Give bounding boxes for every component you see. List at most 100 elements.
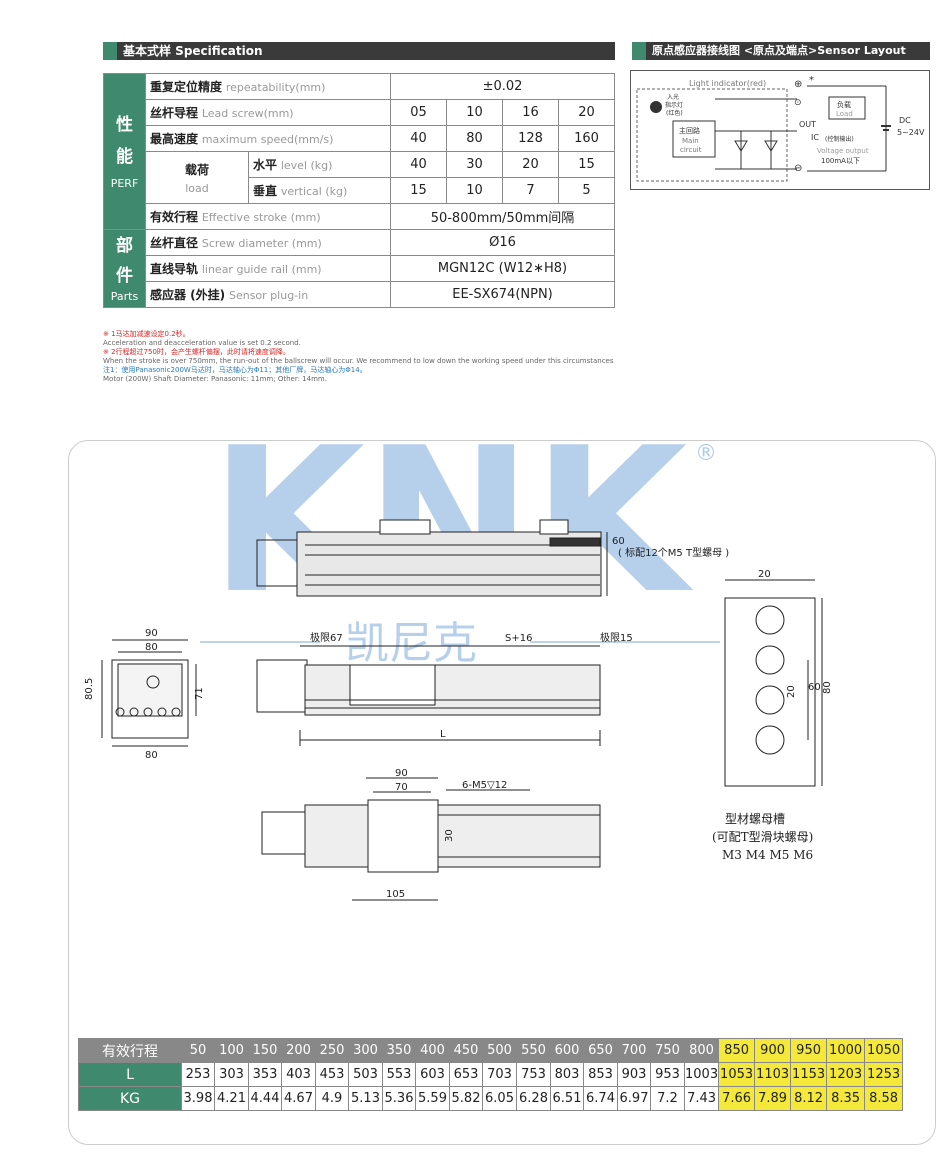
stroke-cell: 350 (382, 1038, 416, 1063)
sensor-label: 感应器 (外挂) Sensor plug-in (145, 281, 391, 308)
length-cell: 1153 (790, 1062, 828, 1087)
dim-prof-80: 80 (822, 681, 833, 694)
dim-plan-m5: 6-M5▽12 (462, 780, 507, 791)
stroke-cell: 450 (449, 1038, 483, 1063)
light-indicator-label: Light indicator(red) (689, 79, 766, 88)
dc-label: DC (899, 116, 911, 125)
rail-value: MGN12C (W12∗H8) (390, 255, 615, 282)
length-cell: 553 (382, 1062, 416, 1087)
out-label: OUT (799, 120, 816, 129)
length-cell: 353 (248, 1062, 282, 1087)
weight-cell: 5.13 (348, 1086, 383, 1111)
length-cell: 703 (482, 1062, 517, 1087)
end-view (111, 659, 189, 739)
weight-cell: 6.51 (550, 1086, 584, 1111)
dim-plan-105: 105 (386, 889, 405, 900)
dcv-label: 5~24V (897, 128, 925, 137)
led-cn3: (红色) (666, 109, 683, 117)
stroke-cell: 1000 (826, 1038, 866, 1063)
stroke-cell: 500 (482, 1038, 517, 1063)
main-circuit-box (672, 120, 716, 158)
length-cell: 453 (315, 1062, 349, 1087)
parts-char-2: 件 (116, 265, 133, 286)
weight-cell: 7.2 (650, 1086, 685, 1111)
diode-icon (734, 140, 748, 152)
length-cell: 253 (181, 1062, 215, 1087)
note-1-cn: ※ 1马达加减速设定0.2秒。 (103, 330, 190, 338)
weight-cell: 7.89 (754, 1086, 792, 1111)
ctrl-label: (控制输出) (825, 135, 854, 143)
weight-cell: 7.66 (718, 1086, 756, 1111)
spec-table: 性 能 PERF 重复定位精度 repeatability(mm) ±0.02 … (103, 73, 615, 308)
load-cn: 负载 (837, 100, 851, 109)
stroke-cell: 1050 (864, 1038, 904, 1063)
stroke-cell: 900 (754, 1038, 792, 1063)
weight-cell: 3.98 (181, 1086, 215, 1111)
wiring-diagram: Light indicator(red) * 入光 指示灯 (红色) 主回路 M… (630, 70, 930, 190)
sensor-header-text: 原点感应器接线图 <原点及端点>Sensor Layout (652, 44, 906, 57)
motor-middle-view (256, 659, 308, 713)
weight-cell: 5.82 (449, 1086, 483, 1111)
weight-cell: 5.59 (415, 1086, 450, 1111)
screw-label: 丝杆直径 Screw diameter (mm) (145, 229, 391, 256)
length-cell: 1253 (864, 1062, 904, 1087)
length-cell: 403 (281, 1062, 316, 1087)
weight-cell: 7.43 (683, 1086, 720, 1111)
note-2-cn: ※ 2行程超过750时，会产生螺杆偏摆，此时请将速度调降。 (103, 348, 290, 356)
length-cell: 1103 (754, 1062, 792, 1087)
header-marker (103, 42, 117, 60)
lead-value: 16 (502, 99, 559, 126)
weight-cell: 5.36 (382, 1086, 416, 1111)
load-en: Load (836, 110, 853, 118)
stroke-cell: 650 (583, 1038, 618, 1063)
diode-icon (764, 140, 778, 152)
parts-side-cell: 部 件 Parts (103, 229, 146, 308)
ma-label: 100mA以下 (821, 157, 860, 165)
dim-top-60: 60 (612, 536, 625, 547)
carriage-plan (367, 799, 439, 873)
load-box (828, 96, 866, 120)
speed-value: 160 (558, 125, 615, 152)
dim-end-90: 90 (145, 628, 158, 639)
dim-lim15: 极限15 (600, 631, 633, 644)
dim-end-80-top: 80 (145, 642, 158, 653)
weight-cell: 6.97 (617, 1086, 651, 1111)
main-en1: Main (682, 137, 699, 145)
main-en2: circuit (680, 146, 702, 154)
lead-value: 20 (558, 99, 615, 126)
dim-plan-30: 30 (444, 829, 455, 842)
minus-terminal: ⊖ (794, 163, 802, 174)
stroke-cell: 150 (248, 1038, 282, 1063)
speed-label: 最高速度 maximum speed(mm/s) (145, 125, 391, 152)
dim-prof-60: 60 (808, 682, 821, 693)
weight-cell: 6.74 (583, 1086, 618, 1111)
lead-label: 丝杆导程 Lead screw(mm) (145, 99, 391, 126)
led-cn2: 指示灯 (665, 101, 683, 109)
length-row-header: L (78, 1062, 182, 1087)
length-cell: 753 (516, 1062, 551, 1087)
stroke-cell: 300 (348, 1038, 383, 1063)
level-value: 20 (502, 151, 559, 178)
length-cell: 1003 (683, 1062, 720, 1087)
weight-cell: 4.44 (248, 1086, 282, 1111)
stroke-cell: 850 (718, 1038, 756, 1063)
level-value: 30 (446, 151, 503, 178)
stroke-cell: 750 (650, 1038, 685, 1063)
spec-header: 基本式样 Specification (103, 42, 615, 60)
vo-label: Voltage output (817, 147, 869, 155)
star-mark: * (809, 75, 814, 86)
length-cell: 953 (650, 1062, 685, 1087)
dim-end-80-bot: 80 (145, 750, 158, 761)
weight-cell: 8.58 (864, 1086, 904, 1111)
length-cell: 803 (550, 1062, 584, 1087)
led-icon (650, 101, 662, 113)
stroke-cell: 400 (415, 1038, 450, 1063)
perf-char-2: 能 (116, 146, 133, 167)
level-value: 15 (558, 151, 615, 178)
dim-s16: S+16 (505, 633, 532, 644)
weight-cell: 4.67 (281, 1086, 316, 1111)
dim-plan-70: 70 (395, 782, 408, 793)
